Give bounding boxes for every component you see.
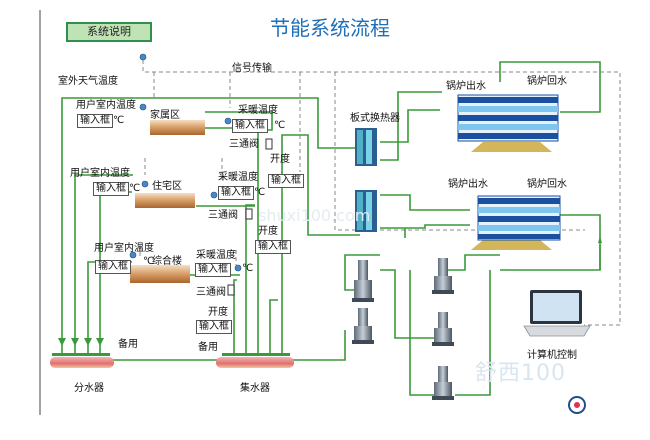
zone3-heating-temp-label: 采暖温度 <box>196 250 236 261</box>
zone2-name: 住宅区 <box>152 181 182 192</box>
zone2-room-temp-unit: ℃ <box>129 183 141 194</box>
zone3-heating-temp-input[interactable]: 输入框 <box>195 263 231 277</box>
computer-label: 计算机控制 <box>527 350 577 361</box>
zone1-opening-label: 开度 <box>270 154 290 165</box>
three-way-valves <box>227 138 273 296</box>
boiler-2 <box>471 195 561 250</box>
pump-4 <box>432 312 454 346</box>
plate-heat-exchanger-1 <box>355 128 377 166</box>
plate-exchanger-label: 板式换热器 <box>350 113 400 124</box>
boiler-1 <box>457 94 559 152</box>
system-description-button[interactable]: 系统说明 <box>66 22 152 42</box>
zone2-valve-label: 三通阀 <box>208 210 238 221</box>
heater-family-area <box>150 120 205 135</box>
signal-transmission-label: 信号传输 <box>232 63 272 74</box>
heater-residential-area <box>135 193 195 208</box>
zone3-room-temp-input[interactable]: 输入框 <box>95 260 131 274</box>
zone1-opening-input[interactable]: 输入框 <box>268 174 304 188</box>
zone3-heating-unit: ℃ <box>242 263 254 274</box>
zone1-room-temp-unit: ℃ <box>113 115 125 126</box>
zone1-heating-temp-input[interactable]: 输入框 <box>232 119 268 133</box>
zone2-opening-input[interactable]: 输入框 <box>255 240 291 254</box>
spare-right-label: 备用 <box>198 342 218 353</box>
zone3-opening-input[interactable]: 输入框 <box>196 320 232 334</box>
pump-3 <box>432 258 454 294</box>
zone2-heating-temp-input[interactable]: 输入框 <box>218 186 254 200</box>
distributor-manifold <box>50 353 114 368</box>
zone1-room-temp-input[interactable]: 输入框 <box>77 114 113 128</box>
zone3-room-temp-label: 用户室内温度 <box>94 243 154 254</box>
zone3-name: 综合楼 <box>152 256 182 267</box>
pump-1 <box>352 260 374 302</box>
boiler2-return-label: 锅炉回水 <box>527 179 567 190</box>
zone2-room-temp-label: 用户室内温度 <box>70 168 130 179</box>
spare-left-label: 备用 <box>118 339 138 350</box>
zone1-room-temp-label: 用户室内温度 <box>76 100 136 111</box>
page-title: 节能系统流程 <box>270 16 390 40</box>
heater-complex-building <box>130 265 190 283</box>
collector-label: 集水器 <box>240 383 270 394</box>
collector-manifold <box>216 353 294 368</box>
distributor-label: 分水器 <box>74 383 104 394</box>
boiler2-outlet-label: 锅炉出水 <box>448 179 488 190</box>
outdoor-temp-label: 室外天气温度 <box>58 76 118 87</box>
zone3-opening-label: 开度 <box>208 307 228 318</box>
plate-heat-exchanger-2 <box>355 190 377 232</box>
watermark-url: shuxi100.com <box>258 206 371 225</box>
zone2-heating-temp-label: 采暖温度 <box>218 172 258 183</box>
boiler1-return-label: 锅炉回水 <box>527 76 567 87</box>
zone1-heating-temp-label: 采暖温度 <box>238 105 278 116</box>
thermometer-icons <box>129 53 242 272</box>
pump-5 <box>432 366 454 400</box>
zone1-heating-unit: ℃ <box>274 120 286 131</box>
zone2-room-temp-input[interactable]: 输入框 <box>93 182 129 196</box>
zone2-opening-label: 开度 <box>258 226 278 237</box>
pump-2 <box>352 308 374 344</box>
logo-icon <box>568 396 586 414</box>
zone1-name: 家属区 <box>150 110 180 121</box>
watermark: 舒西100 <box>475 361 566 386</box>
computer-icon <box>523 290 591 337</box>
zone1-valve-label: 三通阀 <box>229 139 259 150</box>
zone3-room-temp-unit: ℃ <box>143 256 155 267</box>
zone2-heating-unit: ℃ <box>254 187 266 198</box>
boiler1-outlet-label: 锅炉出水 <box>446 81 486 92</box>
zone3-valve-label: 三通阀 <box>196 287 226 298</box>
